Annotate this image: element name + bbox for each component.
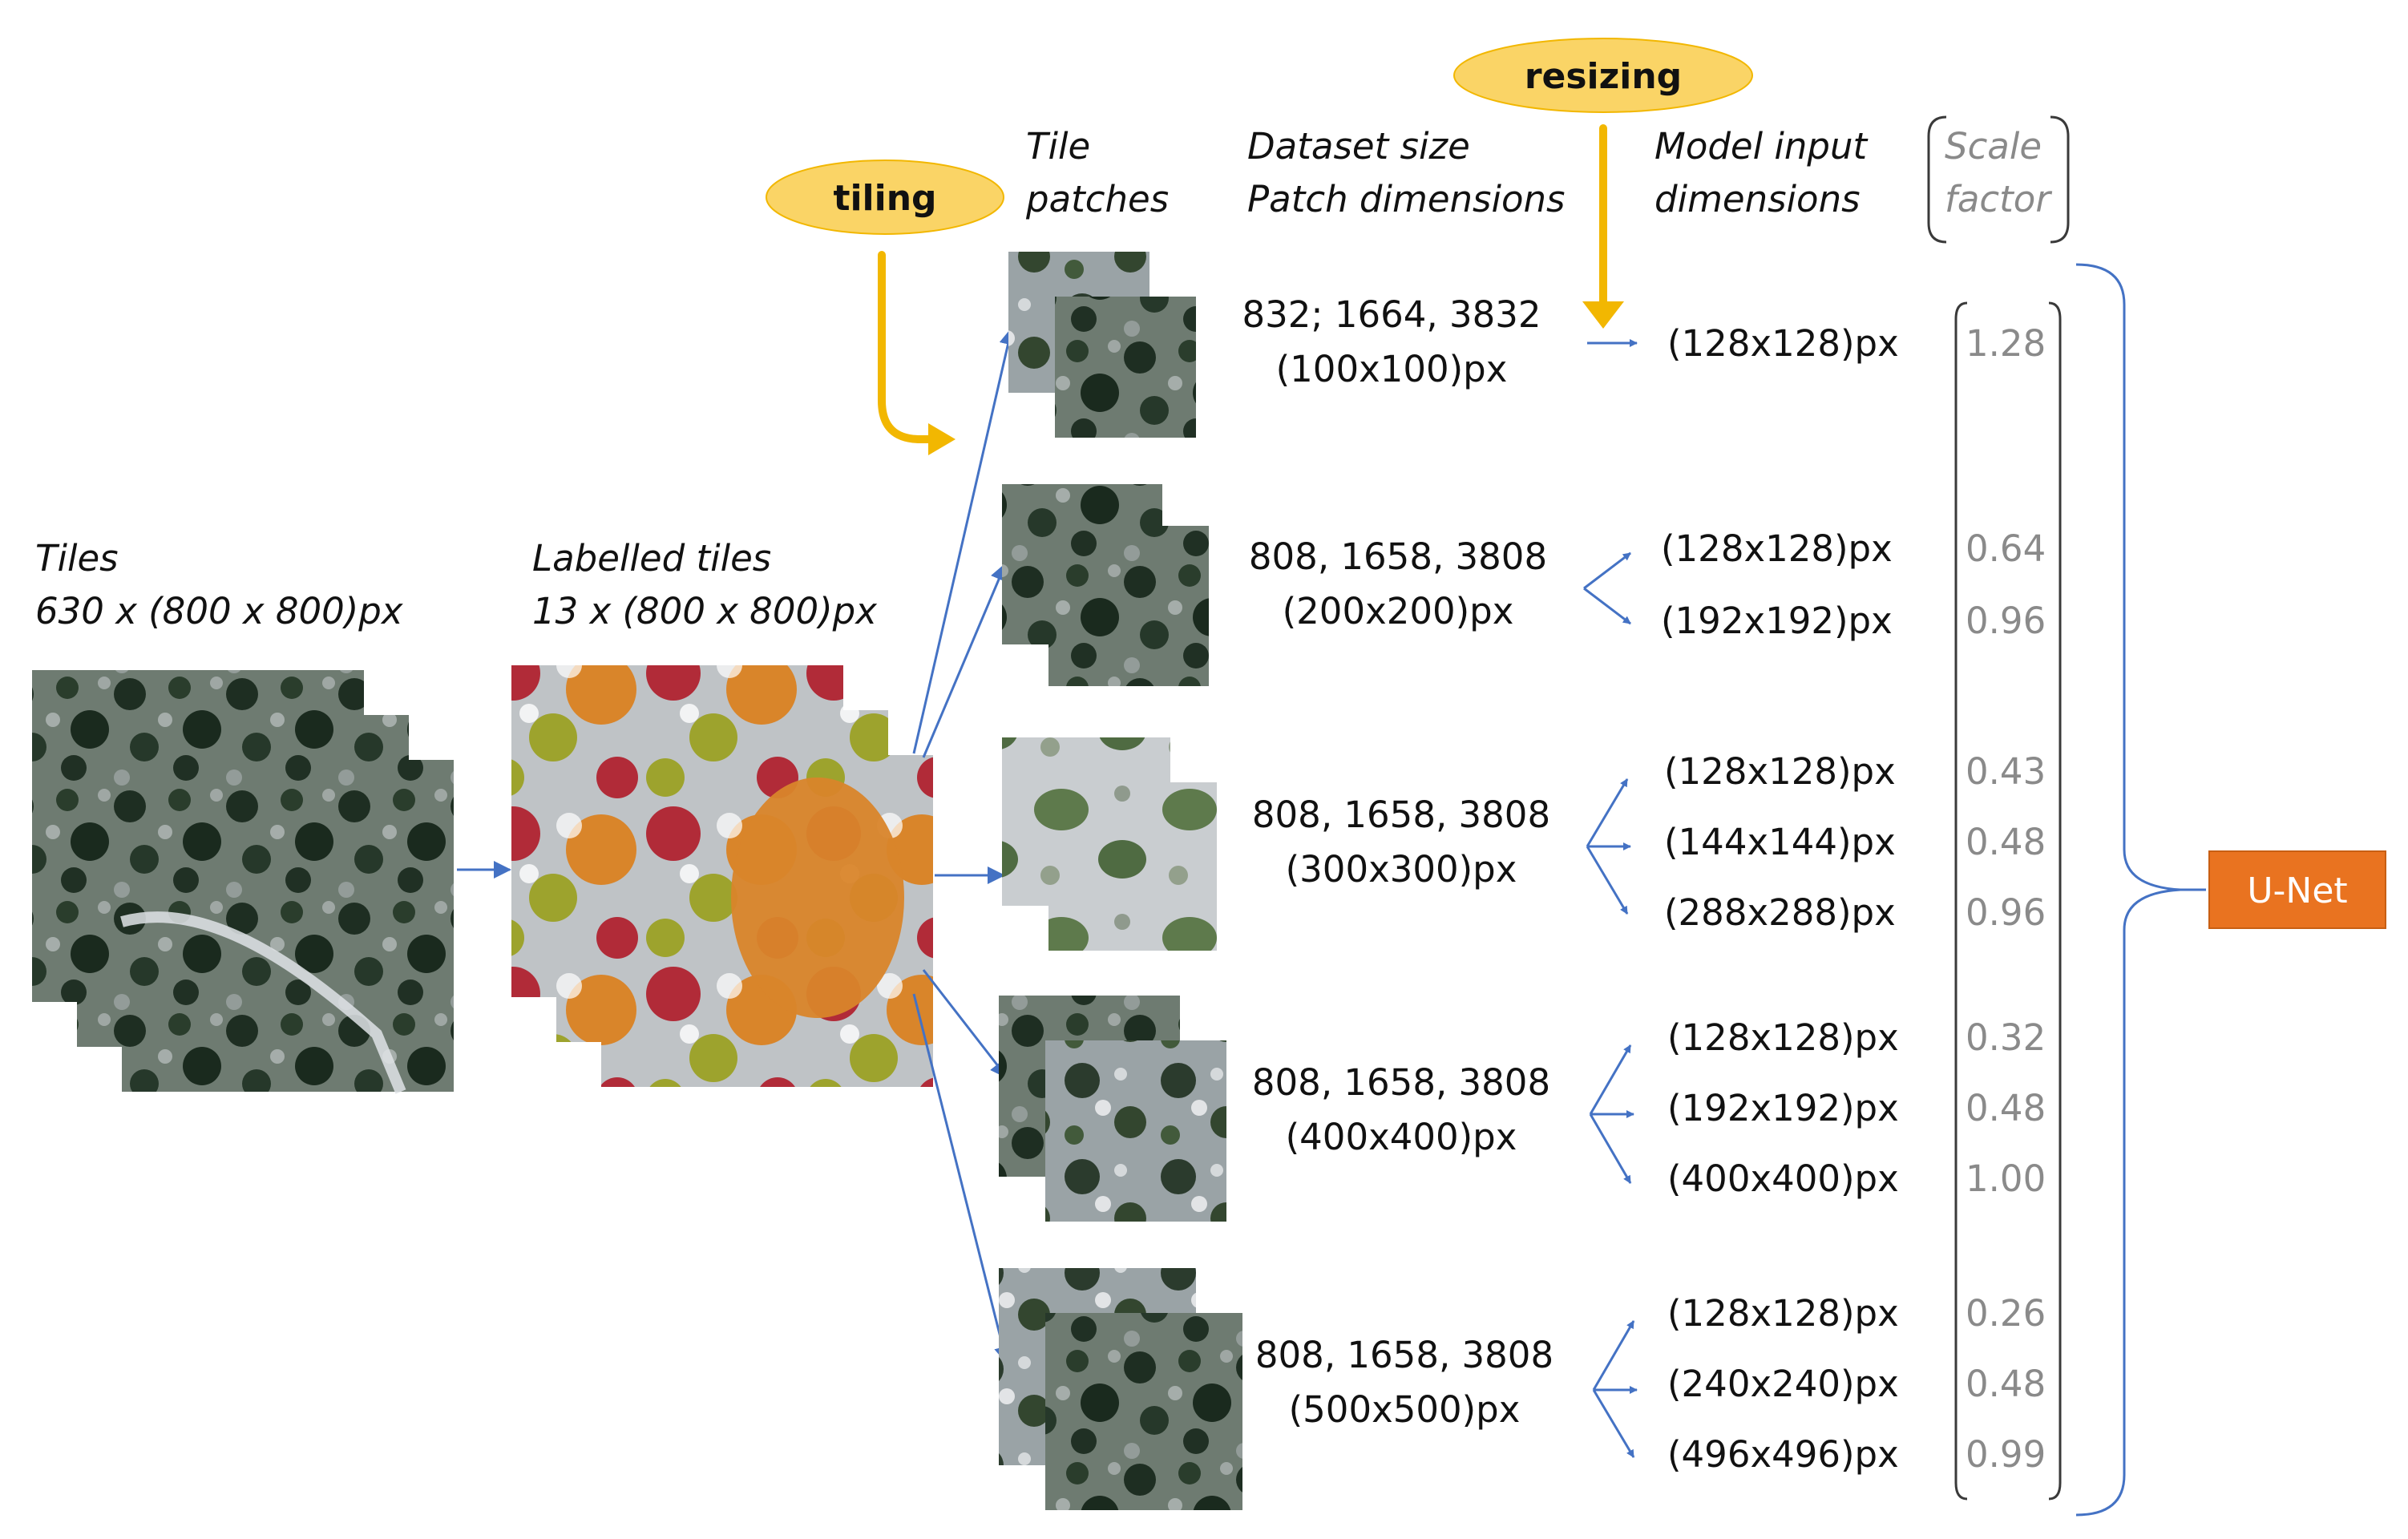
unet-box: U-Net xyxy=(2208,850,2386,929)
patch-thumbnail-100 xyxy=(1008,252,1196,438)
tile-image xyxy=(122,760,454,1092)
dataset-size: 808, 1658, 3808 xyxy=(1255,1334,1553,1376)
dataset-group-3: 808, 1658, 3808 (300x300)px xyxy=(1252,794,1550,891)
unet-label: U-Net xyxy=(2247,870,2347,911)
dataset-group-5: 808, 1658, 3808 (500x500)px xyxy=(1255,1334,1553,1431)
scale-factor: 0.48 xyxy=(1966,821,2046,863)
tiling-arrow-head xyxy=(928,423,956,455)
tiles-title: Tiles xyxy=(35,537,119,580)
scale-factor: 0.26 xyxy=(1966,1292,2046,1335)
patch-thumbnail-200 xyxy=(1002,484,1209,686)
model-input-dim: (144x144)px xyxy=(1664,821,1896,863)
header-dataset-line2: Patch dimensions xyxy=(1247,178,1565,220)
patch-thumbnail-500 xyxy=(999,1268,1242,1510)
model-input-dim: (192x192)px xyxy=(1667,1087,1899,1129)
dataset-size: 832; 1664, 3832 xyxy=(1242,293,1541,336)
header-tile-patches-line2: patches xyxy=(1025,178,1169,220)
tiling-label: tiling xyxy=(766,160,1004,235)
patch-thumbnail-400 xyxy=(999,996,1226,1222)
dataset-size: 808, 1658, 3808 xyxy=(1249,535,1547,578)
dataset-size: 808, 1658, 3808 xyxy=(1252,794,1550,836)
patch-dimensions: (100x100)px xyxy=(1276,348,1508,390)
header-scale-line2: factor xyxy=(1945,178,2052,220)
model-input-dim: (128x128)px xyxy=(1661,527,1893,570)
model-inputs: (128x128)px 1.28 (128x128)px 0.64 (192x1… xyxy=(1661,322,2046,1476)
scale-factor: 1.28 xyxy=(1966,322,2046,365)
dataset-group-2: 808, 1658, 3808 (200x200)px xyxy=(1249,535,1547,632)
labelled-tiles-stack xyxy=(511,665,933,1087)
model-input-dim: (128x128)px xyxy=(1664,750,1896,793)
scale-factor: 1.00 xyxy=(1966,1157,2046,1200)
labelled-tiles-title: Labelled tiles xyxy=(532,537,771,580)
scale-factor: 0.48 xyxy=(1966,1363,2046,1405)
model-input-dim: (288x288)px xyxy=(1664,891,1896,934)
model-input-dim: (192x192)px xyxy=(1661,600,1893,642)
scale-factor: 0.96 xyxy=(1966,891,2046,934)
header-model-input-line1: Model input xyxy=(1654,125,1869,168)
scale-factor: 0.96 xyxy=(1966,600,2046,642)
patch-dimensions: (300x300)px xyxy=(1286,848,1517,891)
model-input-dim: (496x496)px xyxy=(1667,1433,1899,1476)
resizing-text: resizing xyxy=(1525,56,1682,97)
scale-factor: 0.64 xyxy=(1966,527,2046,570)
tiles-stack xyxy=(32,670,454,1094)
header-tile-patches-line1: Tile xyxy=(1026,125,1090,168)
scale-factor: 0.48 xyxy=(1966,1087,2046,1129)
patch-dimensions: (400x400)px xyxy=(1286,1116,1517,1158)
resizing-arrow-head xyxy=(1582,301,1624,329)
scale-factor: 0.43 xyxy=(1966,750,2046,793)
model-input-dim: (240x240)px xyxy=(1667,1363,1899,1405)
dataset-group-1: 832; 1664, 3832 (100x100)px xyxy=(1242,293,1541,390)
model-input-dim: (400x400)px xyxy=(1667,1157,1899,1200)
scale-header-bracket-left xyxy=(1927,115,1947,244)
model-input-dim: (128x128)px xyxy=(1667,322,1899,365)
model-input-dim: (128x128)px xyxy=(1667,1292,1899,1335)
header-dataset-line1: Dataset size xyxy=(1247,125,1470,168)
unet-brace xyxy=(2075,263,2181,1517)
tiling-text: tiling xyxy=(833,178,936,219)
tiling-arrow xyxy=(878,251,934,443)
patch-dimensions: (500x500)px xyxy=(1289,1388,1521,1431)
dataset-group-4: 808, 1658, 3808 (400x400)px xyxy=(1252,1061,1550,1158)
dataset-size: 808, 1658, 3808 xyxy=(1252,1061,1550,1104)
labelled-tiles-subtitle: 13 x (800 x 800)px xyxy=(532,590,877,632)
scale-bracket-right xyxy=(2048,301,2062,1501)
tiles-subtitle: 630 x (800 x 800)px xyxy=(35,590,403,632)
scale-factor: 0.99 xyxy=(1966,1433,2046,1476)
patch-dimensions: (200x200)px xyxy=(1283,590,1514,632)
model-input-dim: (128x128)px xyxy=(1667,1016,1899,1059)
resizing-label: resizing xyxy=(1453,38,1753,113)
patch-thumbnail-300 xyxy=(1002,737,1217,951)
header-model-input-line2: dimensions xyxy=(1654,178,1861,220)
scale-bracket-left xyxy=(1954,301,1968,1501)
resize-arrows xyxy=(1583,339,1638,1458)
header-scale-line1: Scale xyxy=(1945,125,2042,168)
patch-fanout-arrows xyxy=(912,327,1017,1364)
scale-header-bracket-right xyxy=(2050,115,2070,244)
scale-factor: 0.32 xyxy=(1966,1016,2046,1059)
